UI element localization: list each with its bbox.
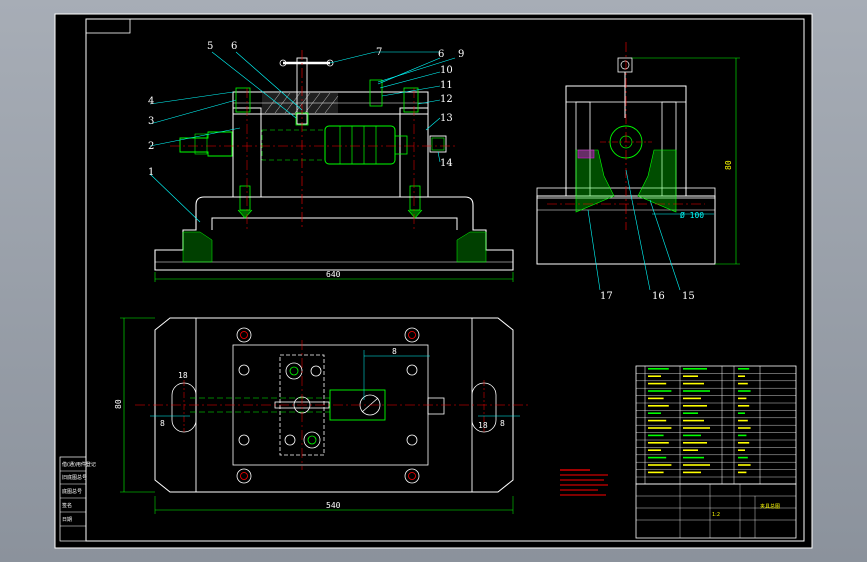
side-note: Ø 100 bbox=[680, 210, 704, 220]
parts-cell-mark bbox=[648, 427, 672, 429]
parts-cell-mark bbox=[648, 449, 661, 451]
balloon-14: 14 bbox=[440, 158, 453, 169]
balloon-7: 7 bbox=[376, 47, 382, 58]
inner-border bbox=[85, 18, 805, 542]
parts-cell-mark bbox=[683, 434, 701, 437]
parts-cell-mark bbox=[648, 382, 667, 385]
drawing-sheet bbox=[54, 13, 813, 549]
balloon-11: 11 bbox=[440, 80, 453, 91]
parts-cell-mark bbox=[683, 382, 704, 385]
parts-cell-mark bbox=[683, 405, 707, 407]
dim-bottom-left: 8 bbox=[160, 419, 165, 428]
parts-cell-mark bbox=[648, 375, 661, 377]
parts-cell-mark bbox=[738, 471, 747, 474]
balloon-16: 16 bbox=[652, 291, 665, 302]
parts-cell-mark bbox=[738, 412, 745, 414]
parts-cell-mark bbox=[683, 419, 704, 422]
parts-cell-mark bbox=[683, 456, 704, 459]
title-scale: 1:2 bbox=[712, 512, 720, 518]
parts-cell-mark bbox=[738, 456, 748, 459]
balloon-2: 2 bbox=[148, 141, 154, 152]
parts-cell-mark bbox=[648, 397, 664, 400]
side-view: 80 Ø 100 17 16 15 bbox=[536, 42, 740, 302]
upper-left-tag bbox=[85, 18, 131, 34]
parts-cell-mark bbox=[683, 442, 707, 444]
balloon-12: 12 bbox=[440, 94, 453, 105]
technical-notes bbox=[560, 469, 608, 496]
balloon-6-right: 6 bbox=[438, 49, 444, 60]
parts-cell-mark bbox=[683, 412, 698, 414]
parts-cell-mark bbox=[683, 464, 710, 466]
parts-cell-mark bbox=[648, 390, 672, 392]
dim-top-height: 80 bbox=[114, 399, 123, 409]
parts-cell-mark bbox=[683, 449, 698, 451]
balloon-1: 1 bbox=[148, 167, 154, 178]
balloon-6-left: 6 bbox=[231, 41, 237, 52]
balloon-10: 10 bbox=[440, 65, 453, 76]
balloon-15: 15 bbox=[682, 291, 695, 302]
parts-cell-mark bbox=[738, 434, 747, 437]
dim-bottom-right: 8 bbox=[500, 419, 505, 428]
parts-cell-mark bbox=[683, 375, 698, 377]
parts-cell-mark bbox=[738, 405, 750, 407]
parts-cell-mark bbox=[738, 449, 745, 451]
parts-cell-mark bbox=[738, 427, 751, 429]
balloon-3: 3 bbox=[148, 116, 154, 127]
parts-cell-mark bbox=[683, 427, 710, 429]
stamp-label-3: 底图总号 bbox=[62, 488, 82, 495]
dim-front-width: 640 bbox=[326, 270, 341, 279]
stamp-label-2: 旧底图总号 bbox=[62, 474, 87, 481]
parts-cell-mark bbox=[738, 442, 750, 444]
dim-top-offset: 8 bbox=[392, 347, 397, 356]
parts-cell-mark bbox=[683, 397, 701, 400]
title-block: 1:2 夹具总图 bbox=[635, 483, 797, 539]
parts-cell-mark bbox=[683, 368, 707, 370]
parts-cell-mark bbox=[738, 375, 745, 377]
dim-side-height: 80 bbox=[724, 160, 733, 170]
stamp-label-5: 日期 bbox=[62, 517, 72, 523]
title-name: 夹具总图 bbox=[760, 503, 780, 510]
balloon-9: 9 bbox=[458, 49, 464, 60]
parts-cell-mark bbox=[648, 456, 667, 459]
parts-list bbox=[635, 365, 797, 485]
parts-cell-mark bbox=[738, 390, 751, 392]
front-view: 640 bbox=[154, 50, 514, 282]
stamp-label-4: 签名 bbox=[62, 502, 72, 509]
parts-cell-mark bbox=[648, 434, 664, 437]
parts-cell-mark bbox=[738, 382, 748, 385]
balloon-5: 5 bbox=[207, 41, 213, 52]
parts-cell-mark bbox=[683, 390, 710, 392]
dim-top-width: 540 bbox=[326, 501, 341, 510]
parts-cell-mark bbox=[648, 471, 664, 474]
parts-cell-mark bbox=[648, 405, 669, 407]
balloon-4: 4 bbox=[148, 96, 154, 107]
left-stamp-column: 借(通)用件登记 旧底图总号 底图总号 签名 日期 bbox=[59, 456, 96, 542]
front-balloons: 4 3 2 1 5 6 7 6 9 10 11 12 13 14 bbox=[148, 41, 464, 223]
balloon-17: 17 bbox=[600, 291, 613, 302]
stamp-label-1: 借(通)用件登记 bbox=[62, 461, 96, 468]
parts-cell-mark bbox=[738, 464, 751, 466]
balloon-13: 13 bbox=[440, 113, 453, 124]
parts-cell-mark bbox=[683, 471, 701, 474]
parts-cell-mark bbox=[648, 368, 669, 370]
parts-cell-mark bbox=[648, 419, 667, 422]
parts-cell-mark bbox=[648, 412, 661, 414]
top-view: 540 80 8 18 8 18 8 bbox=[114, 317, 530, 514]
parts-cell-mark bbox=[738, 368, 750, 370]
dim-slot-left: 18 bbox=[178, 371, 188, 380]
parts-cell-mark bbox=[648, 464, 672, 466]
parts-cell-mark bbox=[738, 419, 748, 422]
parts-cell-mark bbox=[738, 397, 747, 400]
parts-cell-mark bbox=[648, 442, 669, 444]
dim-slot-right: 18 bbox=[478, 421, 488, 430]
